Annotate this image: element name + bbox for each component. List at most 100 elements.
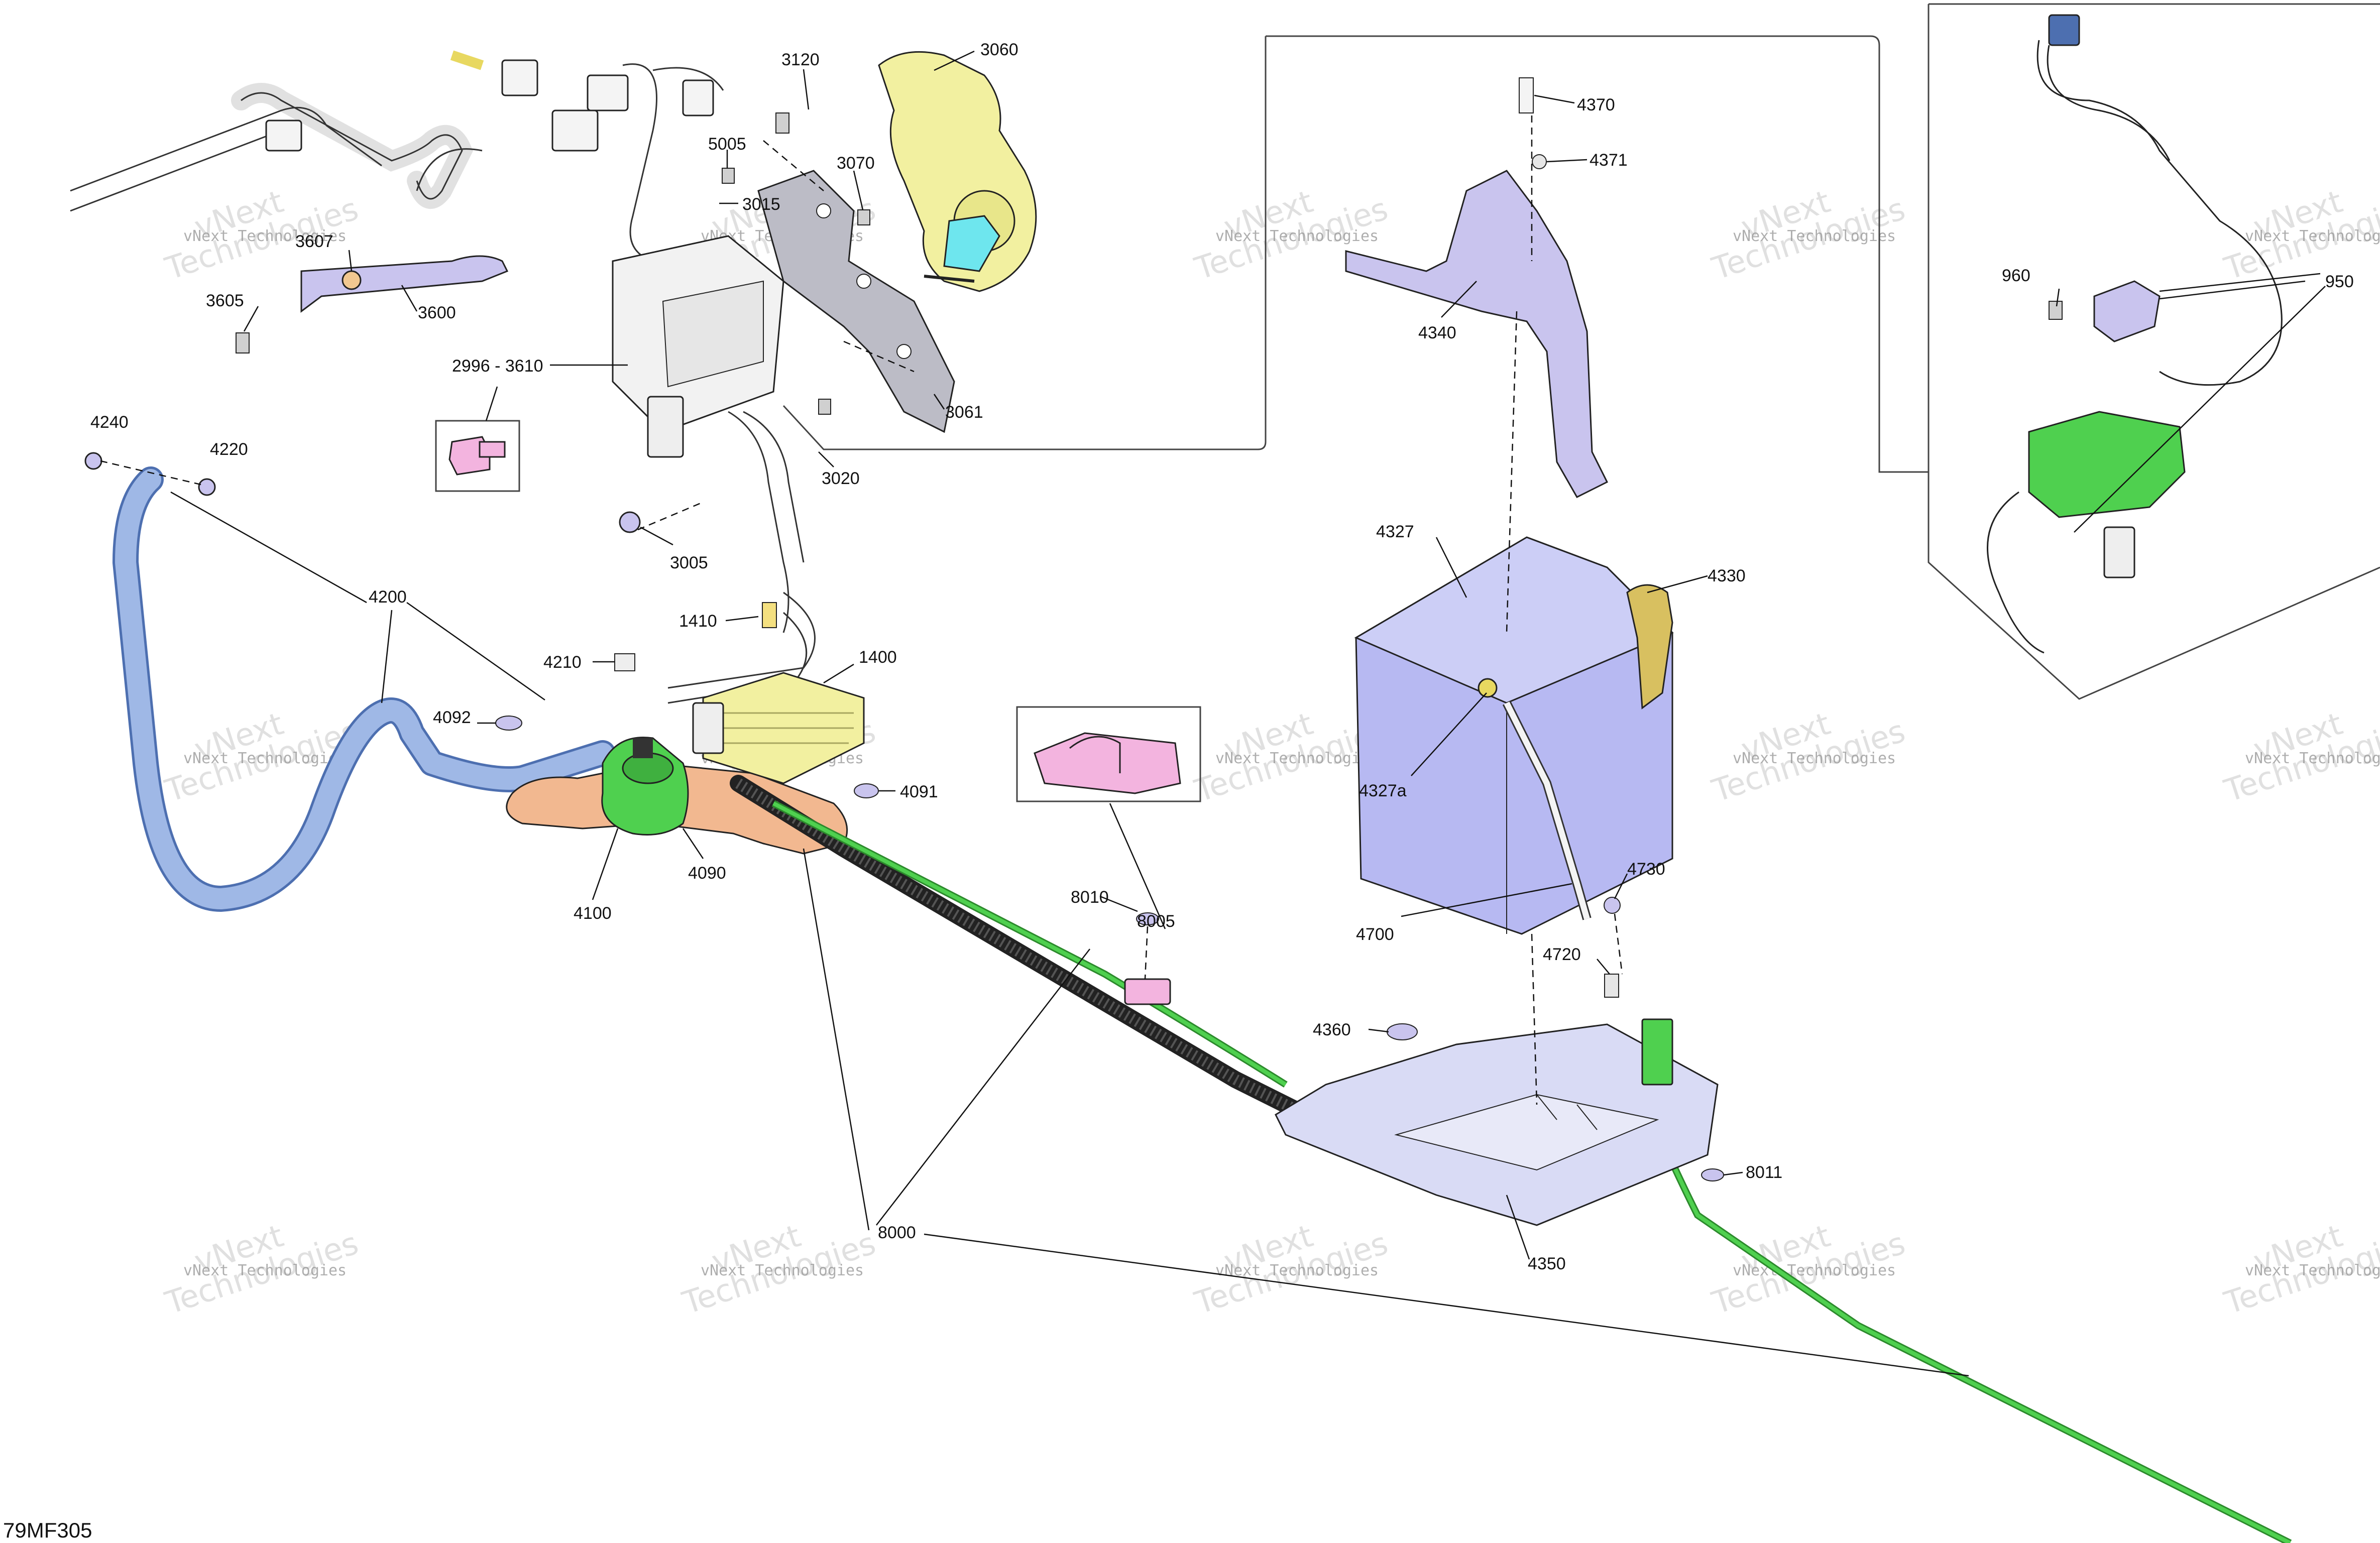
callout-4360: 4360 (1313, 1020, 1351, 1039)
detail-box-8005 (1016, 706, 1201, 802)
mounting-plate-3020 (757, 170, 955, 433)
bolt-icon (1136, 912, 1159, 925)
bracket-3600 (300, 255, 509, 313)
actuator-3060 (878, 51, 1037, 292)
callout-8000: 8000 (878, 1223, 916, 1242)
cyan-fitting (943, 215, 1000, 272)
callout-4371: 4371 (1590, 151, 1628, 170)
washer-icon (198, 478, 216, 496)
watermark-small: vNext Technologies (183, 227, 347, 245)
watermark-tile: vNext Technologies (1708, 1217, 1909, 1321)
connector-icon (587, 74, 629, 111)
callout-4220: 4220 (210, 440, 248, 459)
callout-1400: 1400 (859, 648, 897, 667)
bolt-icon (775, 112, 789, 134)
watermark-tile: vNext Technologies (1708, 183, 1909, 287)
watermark-tile: vNext Technologies (161, 1217, 363, 1321)
callout-8005: 8005 (1137, 912, 1175, 931)
callout-4330: 4330 (1708, 566, 1746, 585)
figure-code: 79MF305 (3, 1518, 92, 1542)
battery-tray-4350 (1275, 1018, 1719, 1226)
connector-icon (2103, 526, 2135, 578)
callout-4730: 4730 (1627, 860, 1665, 879)
watermark-tile: vNext Technologies (1708, 705, 1909, 809)
bolt-icon (818, 399, 831, 415)
bolt-icon (495, 716, 522, 731)
regulator-1400 (692, 672, 865, 784)
relay-harness (1987, 14, 2283, 654)
leader-lines (100, 50, 2326, 1377)
watermark-small: vNext Technologies (183, 750, 347, 767)
callout-4240: 4240 (90, 413, 129, 432)
nut-icon (84, 452, 102, 470)
clip-8005-detail (1034, 732, 1181, 794)
callout-3005: 3005 (670, 553, 708, 572)
nut-icon (342, 270, 362, 290)
callout-4720: 4720 (1543, 945, 1581, 964)
relay-box (2028, 411, 2186, 518)
callout-4200: 4200 (369, 587, 407, 607)
callout-2996-3610: 2996 - 3610 (452, 357, 543, 376)
bolt-icon (1604, 974, 1619, 998)
battery-cable-4200 (84, 452, 616, 912)
callout-4100: 4100 (574, 904, 612, 923)
watermark-small: vNext Technologies (1733, 227, 1896, 245)
callout-5005: 5005 (708, 135, 746, 154)
bolt-icon (762, 602, 777, 628)
bolt-icon (722, 168, 735, 184)
callout-4091: 4091 (900, 782, 938, 801)
battery-cable-4700 (1502, 700, 1592, 920)
washer-icon (1532, 154, 1547, 169)
bolt-icon (1519, 77, 1534, 113)
inset-frame-relay (1928, 3, 2380, 700)
watermark-small: vNext Technologies (183, 1262, 347, 1279)
callout-8011: 8011 (1746, 1163, 1782, 1182)
callout-3600: 3600 (418, 303, 456, 322)
callout-4327a: 4327a (1359, 781, 1407, 800)
callout-960: 960 (2002, 266, 2030, 285)
watermark-small: vNext Technologies (1733, 1262, 1896, 1279)
callout-4327: 4327 (1376, 522, 1414, 541)
watermark-small: vNext Technologies (1215, 750, 1379, 767)
battery-4327 (1354, 536, 1674, 935)
inset-frame-actuator (782, 35, 1929, 473)
connector-icon (682, 79, 714, 116)
callout-3060: 3060 (980, 40, 1018, 59)
watermark-tile: vNext Technologies (678, 1217, 880, 1321)
nut-icon (614, 653, 635, 671)
callout-3070: 3070 (837, 154, 875, 173)
callout-4700: 4700 (1356, 925, 1394, 944)
bolt-icon (857, 209, 870, 225)
watermark-small: vNext Technologies (701, 1262, 864, 1279)
terminal-icon (1478, 678, 1498, 698)
bolt-icon (1387, 1023, 1418, 1040)
watermark-small: vNext Technologies (2245, 1262, 2380, 1279)
watermark-tile: vNext Technologies (2220, 183, 2380, 287)
callout-labels: 3120 3060 5005 3015 3070 3607 3605 3600 … (90, 40, 2354, 1273)
nut-icon (1604, 897, 1621, 914)
detail-box-3610 (435, 420, 520, 492)
solenoid-4100 (601, 737, 689, 836)
connector-icon (551, 109, 599, 152)
watermark-tile: vNext Technologies (2220, 1217, 2380, 1321)
pink-bolt-detail (448, 436, 506, 476)
callout-4340: 4340 (1418, 323, 1456, 342)
callout-4370: 4370 (1577, 95, 1615, 114)
connector-icon (647, 396, 684, 458)
connector-icon (2048, 14, 2080, 46)
connector-icon (265, 120, 302, 152)
terminal-cover-4330 (1626, 584, 1673, 709)
relay-icon (2093, 280, 2161, 342)
connector-icon (501, 59, 538, 96)
watermark-small: vNext Technologies (1215, 1262, 1379, 1279)
callout-950: 950 (2325, 272, 2354, 291)
bolt-hole (856, 274, 871, 289)
watermark-tile: vNext Technologies (1190, 1217, 1392, 1321)
bolt-icon (1701, 1168, 1724, 1181)
callout-1410: 1410 (679, 612, 717, 631)
watermark-small: vNext Technologies (2245, 750, 2380, 767)
bolt-icon (2049, 301, 2063, 320)
callout-4350: 4350 (1528, 1254, 1566, 1273)
callout-4210: 4210 (543, 653, 582, 672)
